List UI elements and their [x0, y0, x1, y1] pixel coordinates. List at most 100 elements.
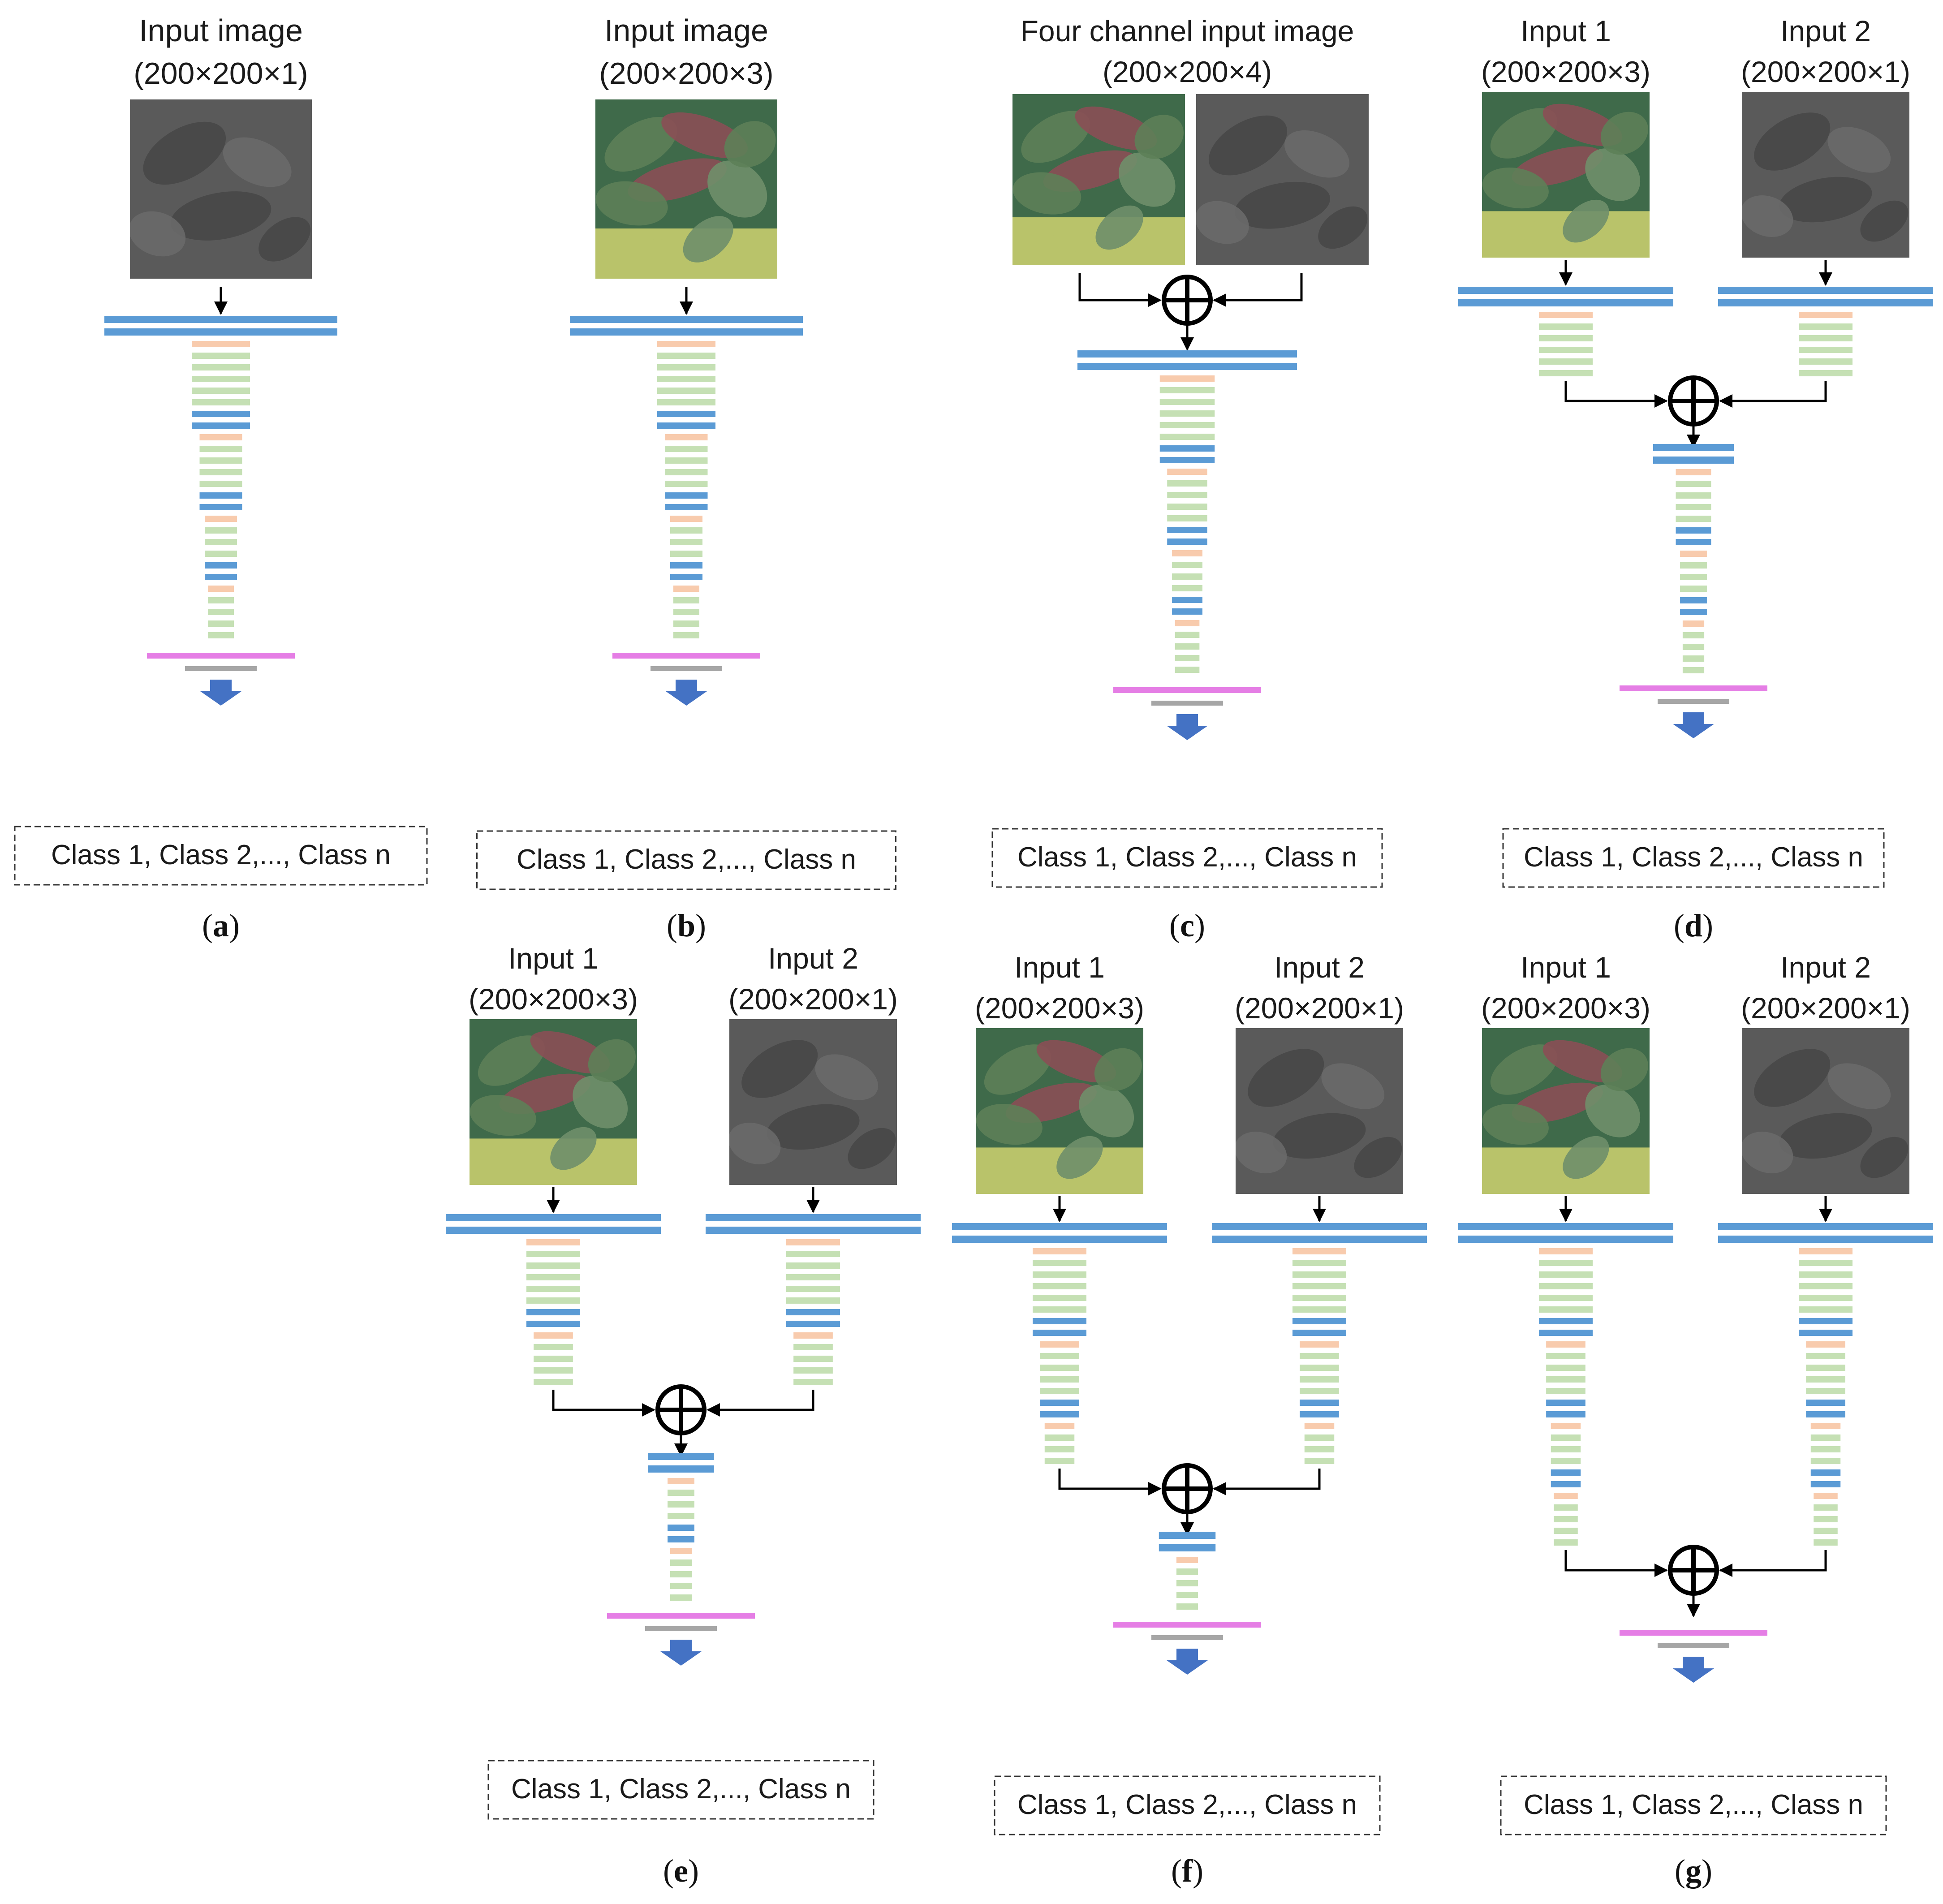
bn-layer [793, 1344, 833, 1350]
bn-layer [1810, 1434, 1841, 1441]
bn-layer [670, 1583, 692, 1589]
bn-layer [1680, 574, 1707, 580]
bn-layer [670, 1571, 692, 1577]
conv-layer [526, 1309, 580, 1315]
photo-leaf [1354, 1137, 1402, 1178]
bn-layer [665, 457, 708, 464]
bn-layer [1292, 1260, 1346, 1266]
dropout-layer [1658, 699, 1729, 704]
photo-leaf [976, 1103, 1043, 1145]
pool-layer [526, 1239, 580, 1245]
conv-layer [1077, 350, 1297, 358]
input-title: Input 1 [1521, 14, 1611, 47]
conv-layer [1718, 1236, 1933, 1243]
bn-layer [1539, 1260, 1593, 1266]
output-arrow [666, 680, 707, 706]
dropout-layer [651, 666, 722, 671]
photo-leaf [508, 1148, 548, 1172]
bn-layer [1033, 1295, 1086, 1301]
conv-layer [1810, 1481, 1841, 1487]
conv-layer [648, 1453, 714, 1460]
input-dims: (200×200×1) [728, 982, 898, 1016]
bn-layer [1539, 1295, 1593, 1301]
panel-label: (f) [1171, 1853, 1203, 1889]
panel-label: (b) [667, 908, 706, 943]
bn-layer [1799, 370, 1853, 376]
bn-layer [1539, 370, 1593, 376]
bn-layer [1300, 1365, 1339, 1371]
input-dims: (200×200×3) [1481, 991, 1650, 1025]
conv-layer [1159, 445, 1215, 452]
panel-label: (c) [1169, 908, 1205, 943]
bn-layer [1167, 480, 1207, 487]
bn-layer [1304, 1446, 1335, 1452]
dense-layer [1113, 1622, 1261, 1628]
bn-layer [1806, 1365, 1845, 1371]
fusion-connector-right [707, 1390, 814, 1417]
photo-leaf [1563, 1136, 1609, 1179]
photo-leaf [1248, 1049, 1324, 1107]
bn-layer [526, 1251, 580, 1257]
bn-layer [199, 446, 242, 452]
pool-layer [192, 341, 250, 347]
photo-leaf [595, 181, 668, 226]
input-title: Input 2 [1780, 14, 1871, 47]
conv-layer [1300, 1400, 1339, 1406]
bn-layer [1040, 1376, 1079, 1383]
bn-layer [1040, 1365, 1079, 1371]
photo-leaf [1321, 1063, 1385, 1109]
bn-layer [668, 1490, 694, 1496]
bn-layer [1159, 422, 1215, 428]
panel-f: Input 1(200×200×3)Input 2(200×200×1)Clas… [952, 951, 1427, 1889]
photo-content [470, 1019, 637, 1185]
bn-layer [1175, 643, 1200, 650]
photo-leaf [1827, 127, 1891, 173]
bn-layer [1044, 1458, 1075, 1464]
fusion-add-node [1162, 275, 1213, 326]
conv-layer [668, 1536, 694, 1542]
bn-layer [1799, 1306, 1853, 1313]
photo-content [1196, 94, 1369, 265]
pool-layer [673, 586, 699, 592]
photo-leaf [604, 116, 677, 172]
photo-content [1012, 94, 1185, 265]
pool-layer [668, 1478, 694, 1484]
conv-layer [1033, 1318, 1086, 1324]
bn-layer [192, 399, 250, 405]
nir-input-photo [729, 1019, 897, 1185]
bn-layer [1292, 1306, 1346, 1313]
bn-layer [1546, 1376, 1585, 1383]
panel-d: Input 1(200×200×3)Input 2(200×200×1)Clas… [1458, 14, 1933, 943]
dense-layer [612, 653, 760, 659]
output-classes-text: Class 1, Class 2,..., Class n [517, 844, 856, 875]
fusion-connector-right [1719, 381, 1827, 408]
conv-layer [1172, 608, 1202, 615]
conv-layer [786, 1309, 840, 1315]
panel-g: Input 1(200×200×3)Input 2(200×200×1)Clas… [1458, 951, 1933, 1889]
bn-layer [786, 1274, 840, 1280]
input-title: Input 2 [768, 942, 858, 975]
bn-layer [1682, 655, 1705, 662]
output-classes-text: Class 1, Class 2,..., Class n [1524, 1789, 1863, 1820]
output-arrow [1167, 714, 1208, 740]
bn-layer [657, 376, 715, 382]
bn-layer [205, 551, 237, 557]
bn-layer [673, 609, 699, 615]
conv-layer [446, 1227, 661, 1234]
conv-layer [1077, 363, 1297, 370]
input-title: Input 2 [1780, 951, 1871, 984]
photo-leaf [130, 211, 186, 257]
bn-layer [1044, 1446, 1075, 1452]
dropout-layer [645, 1626, 717, 1631]
output-classes-text: Class 1, Class 2,..., Class n [51, 840, 391, 870]
photo-leaf [1094, 1048, 1142, 1091]
bn-layer [1554, 1528, 1578, 1534]
bn-layer [526, 1286, 580, 1292]
bn-layer [786, 1297, 840, 1304]
conv-layer [648, 1465, 714, 1473]
conv-layer [670, 574, 702, 580]
photo-leaf [1521, 1157, 1561, 1181]
photo-leaf [1273, 1113, 1366, 1159]
bn-layer [1292, 1271, 1346, 1278]
photo-leaf [1056, 1136, 1103, 1179]
